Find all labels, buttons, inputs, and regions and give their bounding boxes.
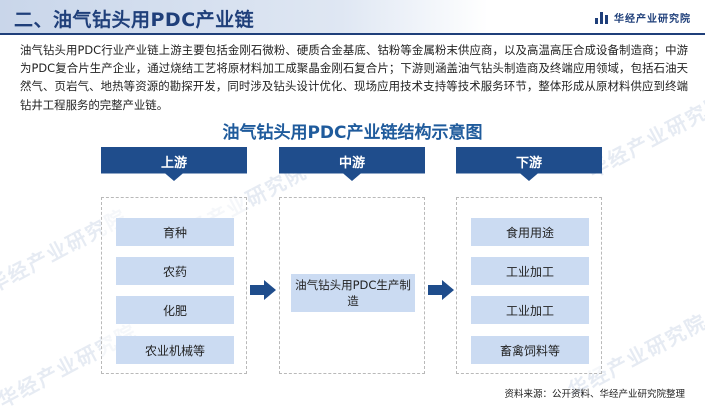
downstream-label: 下游 xyxy=(515,155,542,171)
downstream-item: 食用用途 xyxy=(471,218,589,246)
downstream-item: 畜禽饲料等 xyxy=(471,336,589,364)
brand: 华经产业研究院 xyxy=(595,10,691,25)
upstream-item: 化肥 xyxy=(116,296,234,324)
downstream-item: 工业加工 xyxy=(471,296,589,324)
page-title: 二、油气钻头用PDC产业链 xyxy=(14,9,255,31)
downstream-header: 下游 xyxy=(456,147,602,181)
midstream-item: 油气钻头用PDC生产制造 xyxy=(291,274,415,312)
arrow-right-icon xyxy=(250,280,276,300)
page-header: 二、油气钻头用PDC产业链 华经产业研究院 xyxy=(0,0,705,36)
source-note: 资料来源：公开资料、华经产业研究院整理 xyxy=(504,389,685,400)
upstream-item: 农药 xyxy=(116,257,234,285)
arrow-right-icon xyxy=(428,280,454,300)
header-bar xyxy=(0,0,488,34)
midstream-label: 中游 xyxy=(338,155,365,171)
upstream-item: 农业机械等 xyxy=(116,336,234,364)
upstream-header: 上游 xyxy=(101,147,247,181)
midstream-panel: 油气钻头用PDC生产制造 xyxy=(279,197,425,374)
downstream-item: 工业加工 xyxy=(471,257,589,285)
header-divider xyxy=(0,33,705,35)
brand-logo-icon xyxy=(595,11,609,24)
downstream-panel: 食用用途 工业加工 工业加工 畜禽饲料等 xyxy=(456,197,602,374)
diagram-title: 油气钻头用PDC产业链结构示意图 xyxy=(222,123,483,143)
upstream-panel: 育种 农药 化肥 农业机械等 xyxy=(101,197,247,374)
upstream-item: 育种 xyxy=(116,218,234,246)
upstream-label: 上游 xyxy=(160,155,187,171)
brand-name: 华经产业研究院 xyxy=(614,14,691,25)
intro-paragraph: 油气钻头用PDC行业产业链上游主要包括金刚石微粉、硬质合金基底、钴粉等金属粉末供… xyxy=(20,43,688,112)
